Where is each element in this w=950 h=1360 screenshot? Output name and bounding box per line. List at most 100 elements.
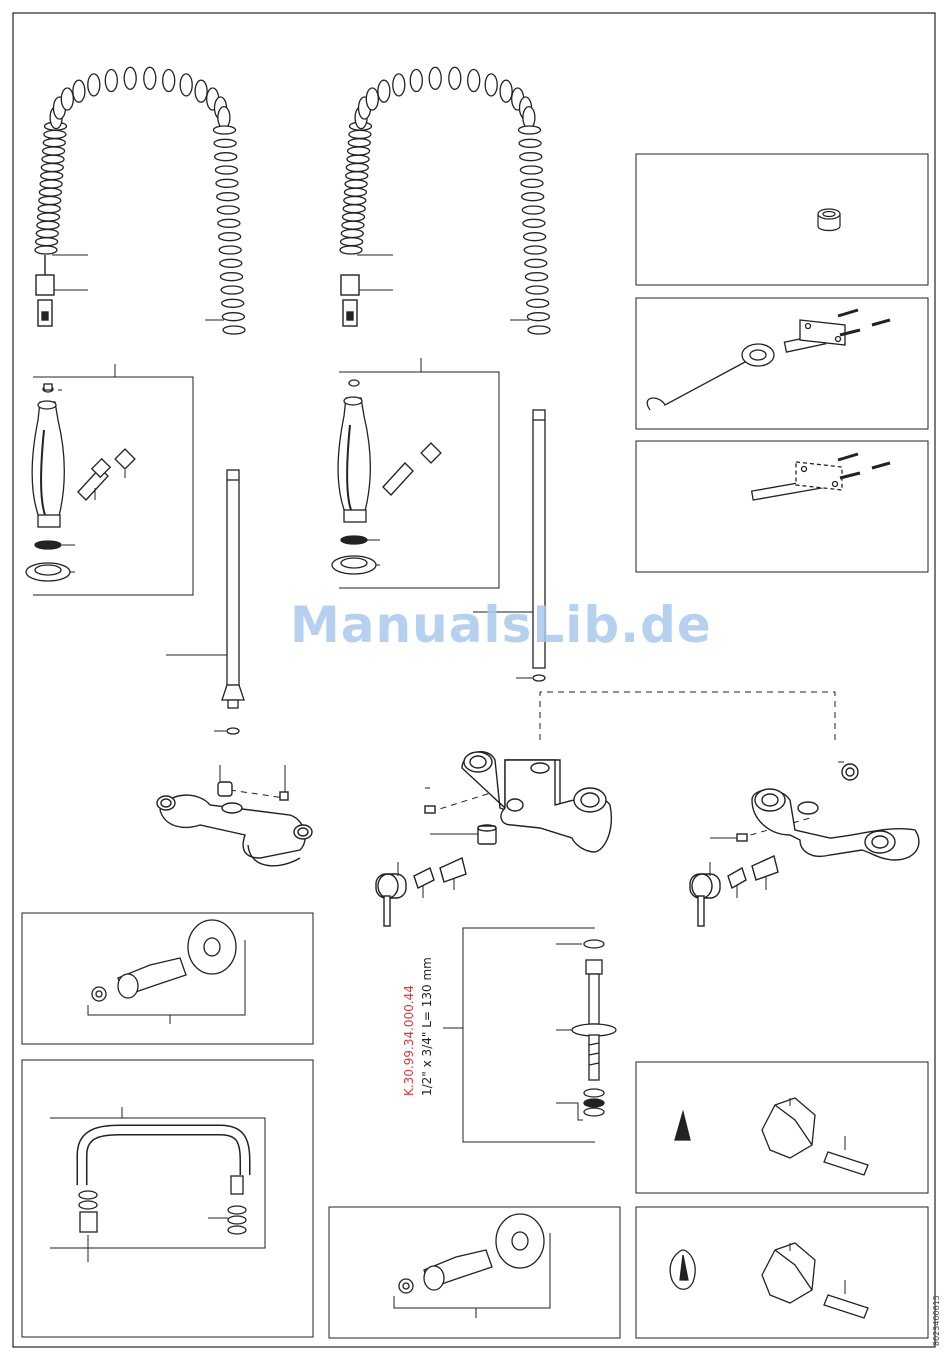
hose-coil	[215, 166, 237, 174]
hose-coil	[345, 180, 367, 188]
hose-coil	[429, 67, 441, 89]
part-spec-label: 1/2" x 3/4" L= 130 mm	[420, 957, 434, 1096]
spray-head-kit-left	[26, 364, 193, 595]
hose-coil	[410, 70, 422, 92]
hose-coil	[526, 286, 548, 294]
hose-coil	[222, 313, 244, 321]
hose-coil	[344, 188, 366, 196]
hose-coil	[500, 80, 512, 102]
hose-coil	[42, 155, 64, 163]
hose-coil	[216, 179, 238, 187]
hose-coil	[366, 88, 378, 110]
spray-head-kit-middle	[332, 358, 499, 588]
hose-coil	[343, 213, 365, 221]
hose-coil	[218, 219, 240, 227]
hose-coil	[40, 180, 62, 188]
mixer-body-left	[157, 765, 312, 866]
panel-cross-handle-1	[636, 1062, 928, 1193]
hose-coil	[528, 326, 550, 334]
hose-coil	[144, 67, 156, 89]
hose-coil	[37, 221, 59, 229]
panel-wall-hook-bracket	[636, 298, 928, 429]
hose-coil	[340, 246, 362, 254]
hose-coil	[39, 188, 61, 196]
hose-coil	[217, 193, 239, 201]
hose-coil	[217, 206, 239, 214]
hose-coil	[519, 139, 541, 147]
hose-coil	[41, 172, 63, 180]
hose-coil	[124, 67, 136, 89]
hose-coil	[522, 206, 544, 214]
hose-coil	[344, 197, 366, 205]
hose-coil	[36, 230, 58, 238]
panel-wall-bracket-pin	[636, 441, 928, 572]
hose-coil	[346, 172, 368, 180]
hose-coil	[523, 219, 545, 227]
hose-coil	[521, 179, 543, 187]
panel-eccentric-connector-2	[329, 1207, 620, 1338]
hose-coil	[347, 155, 369, 163]
panel-u-spout	[22, 1060, 313, 1337]
panel-spare-ring	[636, 154, 928, 285]
hose-coil	[218, 107, 230, 129]
hose-coil	[485, 74, 497, 96]
hose-coil	[522, 193, 544, 201]
hose-coil	[214, 139, 236, 147]
watermark: ManualsLib.de	[290, 596, 712, 654]
hose-coil	[44, 130, 66, 138]
hose-coil	[525, 259, 547, 267]
hose-coil	[341, 230, 363, 238]
hose-coil	[527, 313, 549, 321]
part-number-label: K.30.99.34.000.44	[402, 985, 416, 1096]
hose-coil	[163, 70, 175, 92]
hose-coil	[222, 299, 244, 307]
hose-coil	[346, 164, 368, 172]
hose-coil	[180, 74, 192, 96]
mixer-body-right	[710, 762, 919, 860]
hose-coil	[43, 139, 65, 147]
hose-coil	[520, 153, 542, 161]
hose-coil	[41, 164, 63, 172]
hose-coil	[349, 130, 371, 138]
hose-coil	[378, 80, 390, 102]
hose-coil	[348, 139, 370, 147]
hose-coil	[195, 80, 207, 102]
connector-kit-center	[443, 928, 616, 1142]
panel-cross-handle-2	[636, 1207, 928, 1338]
hose-coil	[220, 259, 242, 267]
hose-coil	[527, 299, 549, 307]
hose-coil	[449, 67, 461, 89]
hose-coil	[219, 246, 241, 254]
riser-pipe-left	[166, 470, 244, 734]
hose-coil	[214, 126, 236, 134]
hose-coil	[523, 107, 535, 129]
hose-coil	[468, 70, 480, 92]
hose-coil	[88, 74, 100, 96]
hose-coil	[526, 273, 548, 281]
hose-coil	[348, 147, 370, 155]
spring-hose-right	[340, 67, 550, 334]
hose-coil	[223, 326, 245, 334]
hose-coil	[524, 233, 546, 241]
hose-coil	[38, 213, 60, 221]
document-number: 8023400615	[932, 1295, 941, 1346]
hose-coil	[221, 273, 243, 281]
hose-coil	[519, 126, 541, 134]
hose-coil	[73, 80, 85, 102]
hose-coil	[393, 74, 405, 96]
hose-coil	[39, 197, 61, 205]
hose-coil	[215, 153, 237, 161]
hose-coil	[343, 205, 365, 213]
hose-coil	[38, 205, 60, 213]
spring-hose-left	[35, 67, 245, 334]
hose-coil	[341, 238, 363, 246]
hose-coil	[36, 238, 58, 246]
hose-coil	[61, 88, 73, 110]
hose-coil	[221, 286, 243, 294]
lever-handle-middle	[376, 858, 466, 926]
hose-coil	[520, 166, 542, 174]
hose-coil	[342, 221, 364, 229]
hose-coil	[105, 70, 117, 92]
hose-coil	[219, 233, 241, 241]
